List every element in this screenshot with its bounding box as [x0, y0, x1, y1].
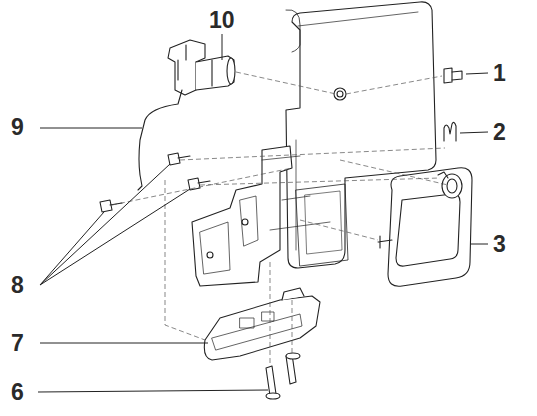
callout-number: 7 — [11, 332, 24, 355]
callout-number: 9 — [11, 116, 24, 139]
callout-number: 8 — [11, 274, 24, 297]
callout-number: 6 — [11, 381, 24, 404]
callout-number: 1 — [493, 62, 506, 85]
callout-number: 3 — [493, 233, 506, 256]
callout-number: 10 — [209, 9, 235, 32]
callout-number: 2 — [493, 121, 506, 144]
